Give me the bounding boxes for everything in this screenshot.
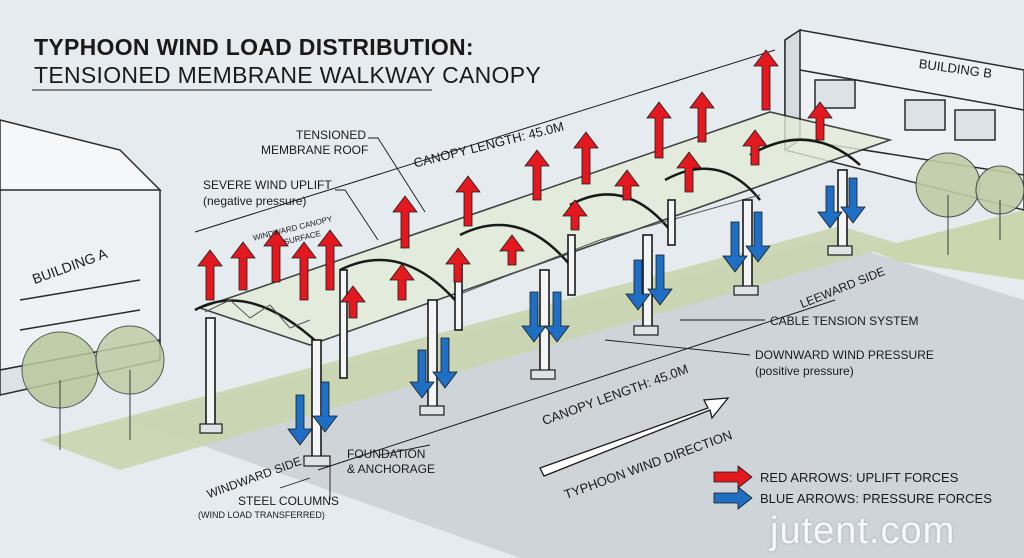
- uplift-arrow: [455, 175, 481, 227]
- legend-red-label: RED ARROWS: UPLIFT FORCES: [760, 470, 959, 485]
- canopy-arches: [194, 138, 861, 346]
- truss-webbing: [204, 194, 761, 329]
- grass-strip: [40, 226, 900, 470]
- pressure-arrow: [625, 259, 651, 311]
- watermark: jutent.com: [770, 510, 956, 552]
- uplift-arrow: [230, 241, 256, 291]
- uplift-arrow: [499, 234, 525, 266]
- downward-pressure-label-2: (positive pressure): [755, 364, 854, 378]
- pressure-arrow: [312, 381, 338, 433]
- uplift-arrow: [614, 169, 640, 201]
- leader-lines: [279, 137, 765, 500]
- uplift-arrow: [573, 131, 599, 185]
- wind-direction-arrow: [539, 397, 730, 477]
- uplift-arrow: [340, 285, 366, 319]
- legend-red-arrow: [713, 465, 753, 489]
- pressure-arrow: [817, 185, 843, 229]
- uplift-label-2: (negative pressure): [203, 194, 307, 208]
- pressure-arrow: [544, 291, 570, 343]
- title-line-2: TENSIONED MEMBRANE WALKWAY CANOPY: [34, 62, 542, 88]
- uplift-arrow: [676, 151, 702, 193]
- downward-pressure-label-1: DOWNWARD WIND PRESSURE: [755, 348, 934, 362]
- tree-left: [21, 325, 165, 450]
- pressure-arrow-group: [287, 177, 866, 446]
- tree-right: [915, 152, 1024, 255]
- uplift-arrow: [197, 249, 223, 301]
- pressure-arrow: [409, 349, 435, 399]
- uplift-arrow: [524, 149, 550, 201]
- cable-tension-label: CABLE TENSION SYSTEM: [770, 314, 919, 328]
- pressure-arrow: [840, 177, 866, 224]
- pressure-arrow: [647, 254, 673, 306]
- uplift-arrow: [646, 101, 672, 159]
- uplift-arrow: [392, 195, 418, 249]
- pressure-arrow: [521, 291, 547, 343]
- membrane-roof-label-2: MEMBRANE ROOF: [261, 143, 369, 157]
- steel-columns-label-1: STEEL COLUMNS: [238, 494, 339, 508]
- dimension-line-bottom: [317, 299, 836, 471]
- steel-columns: [205, 169, 848, 461]
- foundation-pads: [199, 245, 853, 467]
- title-underline: [32, 89, 432, 91]
- uplift-arrow: [445, 247, 471, 283]
- uplift-arrow: [753, 49, 779, 111]
- uplift-arrow: [807, 101, 833, 141]
- foundation-label-1: FOUNDATION: [347, 447, 426, 461]
- uplift-arrow: [689, 91, 715, 143]
- uplift-arrow-group: [197, 49, 833, 319]
- uplift-arrow: [389, 263, 415, 301]
- steel-columns-label-2: (WIND LOAD TRANSFERRED): [198, 510, 325, 520]
- uplift-arrow: [291, 241, 317, 301]
- dimension-line-top: [194, 49, 776, 233]
- membrane-roof-label-1: TENSIONED: [296, 128, 367, 142]
- uplift-arrow: [562, 199, 588, 231]
- legend-blue-label: BLUE ARROWS: PRESSURE FORCES: [760, 491, 992, 506]
- pressure-arrow: [432, 337, 458, 389]
- uplift-label-1: SEVERE WIND UPLIFT: [203, 178, 332, 192]
- grass-strip-right: [870, 210, 1024, 280]
- uplift-arrow: [263, 229, 289, 283]
- foundation-label-2: & ANCHORAGE: [347, 462, 436, 476]
- uplift-arrow: [742, 129, 768, 166]
- pressure-arrow: [287, 394, 313, 446]
- pressure-arrow: [722, 221, 748, 273]
- uplift-arrow: [317, 229, 343, 291]
- walkway-pavement: [130, 240, 1024, 558]
- legend-blue-arrow: [713, 486, 753, 510]
- pressure-arrow: [745, 211, 771, 263]
- title-line-1: TYPHOON WIND LOAD DISTRIBUTION:: [34, 34, 474, 60]
